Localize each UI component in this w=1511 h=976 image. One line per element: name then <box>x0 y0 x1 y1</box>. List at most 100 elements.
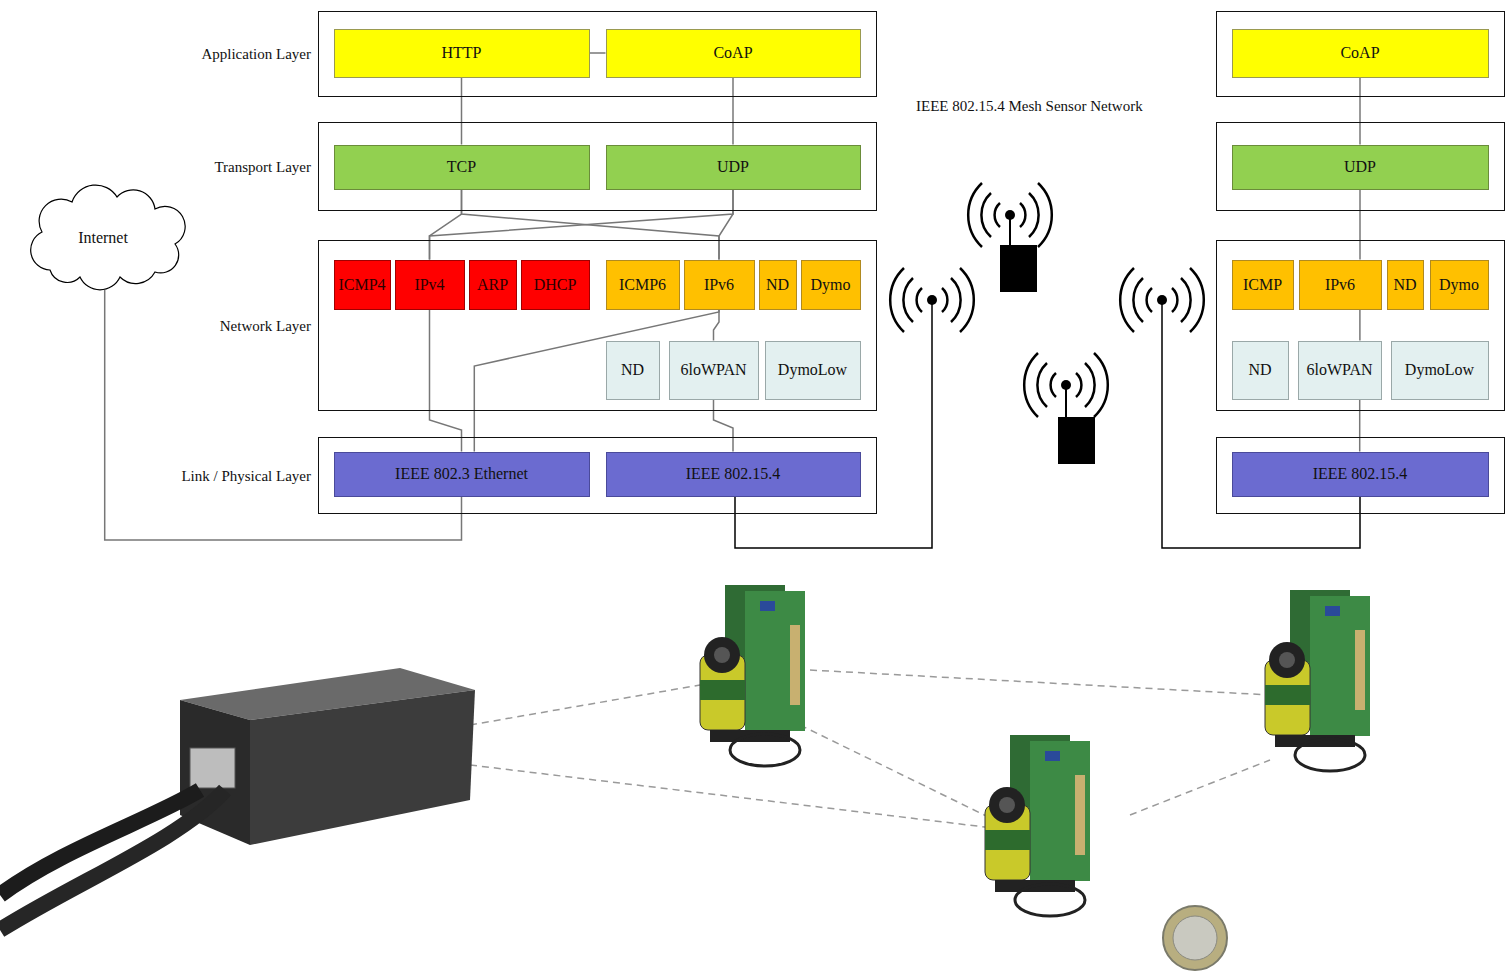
protocol-box: Dymo <box>1430 260 1489 310</box>
sensor-node <box>1265 590 1370 771</box>
protocol-link <box>1359 78 1361 145</box>
protocol-label: TCP <box>447 158 476 176</box>
protocol-label: CoAP <box>713 44 752 62</box>
sensor-node-symbol <box>1000 245 1037 292</box>
antenna-wire <box>1162 300 1360 548</box>
protocol-box: IEEE 802.3 Ethernet <box>334 452 590 497</box>
coin <box>1163 906 1227 970</box>
layer-band: ICMPIPv6NDDymoND6loWPANDymoLow <box>1216 240 1505 411</box>
protocol-label: IPv6 <box>704 276 734 294</box>
antenna-symbol <box>1024 353 1108 417</box>
protocol-box: UDP <box>606 145 861 190</box>
antenna-wire <box>735 300 932 548</box>
protocol-box: 6loWPAN <box>669 341 759 400</box>
gateway-device <box>0 668 475 930</box>
layer-label: Transport Layer <box>214 158 311 175</box>
protocol-label: Dymo <box>1439 276 1479 294</box>
network-label: IEEE 802.15.4 Mesh Sensor Network <box>916 98 1143 115</box>
protocol-link <box>590 52 606 54</box>
protocol-label: Internet <box>78 229 128 247</box>
layer-band: UDP <box>1216 122 1505 211</box>
protocol-box: DymoLow <box>765 341 861 400</box>
layer-band: Transport LayerTCPUDP <box>318 122 877 211</box>
protocol-box: ND <box>1387 260 1424 310</box>
internet-cloud: Internet <box>20 185 186 290</box>
protocol-link <box>719 190 733 260</box>
sensor-node-symbol <box>1058 417 1095 464</box>
protocol-label: 6loWPAN <box>1306 361 1372 379</box>
layer-label: Link / Physical Layer <box>181 467 311 484</box>
protocol-box: ARP <box>469 260 517 310</box>
protocol-label: 6loWPAN <box>680 361 746 379</box>
protocol-box: ND <box>606 341 660 400</box>
antenna-stem <box>1065 385 1067 418</box>
antenna-stem <box>1009 215 1011 246</box>
layer-label: Network Layer <box>220 317 311 334</box>
protocol-box: UDP <box>1232 145 1489 190</box>
protocol-label: DymoLow <box>1405 361 1474 379</box>
protocol-box: ND <box>759 260 797 310</box>
antenna-symbol <box>1120 268 1204 332</box>
protocol-label: DymoLow <box>778 361 847 379</box>
layer-band: IEEE 802.15.4 <box>1216 437 1505 514</box>
sensor-node <box>700 585 805 766</box>
cloud-outline <box>31 185 185 290</box>
protocol-label: IEEE 802.15.4 <box>686 465 781 483</box>
layer-label: Application Layer <box>201 46 311 63</box>
protocol-label: ND <box>766 276 789 294</box>
protocol-label: ICMP4 <box>338 276 385 294</box>
protocol-link <box>105 290 462 540</box>
layer-band: CoAP <box>1216 11 1505 97</box>
protocol-box: DymoLow <box>1391 341 1489 400</box>
layer-band: Link / Physical LayerIEEE 802.3 Ethernet… <box>318 437 877 514</box>
layer-band: Application LayerHTTPCoAP <box>318 11 877 97</box>
protocol-box: IEEE 802.15.4 <box>1232 452 1489 497</box>
protocol-label: ICMP6 <box>619 276 666 294</box>
protocol-label: ND <box>1393 276 1416 294</box>
protocol-label: IEEE 802.15.4 <box>1313 465 1408 483</box>
protocol-label: ICMP <box>1243 276 1282 294</box>
layer-band: Network LayerICMP4IPv4ARPDHCPICMP6IPv6ND… <box>318 240 877 411</box>
protocol-label: ND <box>1248 361 1271 379</box>
antenna-symbol <box>968 183 1052 247</box>
protocol-link <box>430 310 462 452</box>
protocol-link <box>732 78 734 145</box>
protocol-box: IPv4 <box>395 260 465 310</box>
protocol-label: HTTP <box>442 44 482 62</box>
protocol-label: UDP <box>1344 158 1376 176</box>
protocol-box: 6loWPAN <box>1298 341 1382 400</box>
protocol-label: Dymo <box>811 276 851 294</box>
protocol-box: IPv6 <box>684 260 755 310</box>
radio-link <box>470 670 1270 830</box>
protocol-label: DHCP <box>534 276 577 294</box>
protocol-label: ARP <box>477 276 508 294</box>
protocol-box: IPv6 <box>1299 260 1382 310</box>
protocol-label: IPv4 <box>414 276 444 294</box>
protocol-link <box>714 310 720 341</box>
protocol-label: ND <box>621 361 644 379</box>
protocol-box: CoAP <box>1232 29 1489 78</box>
protocol-link <box>1359 190 1361 260</box>
protocol-box: Dymo <box>801 260 861 310</box>
protocol-link <box>430 190 734 260</box>
protocol-box: ND <box>1232 341 1289 400</box>
protocol-box: HTTP <box>334 29 590 78</box>
antenna-symbol <box>890 268 974 332</box>
sensor-node <box>985 735 1090 916</box>
protocol-box: DHCP <box>521 260 590 310</box>
protocol-label: CoAP <box>1340 44 1379 62</box>
protocol-label: IEEE 802.3 Ethernet <box>395 465 528 483</box>
protocol-box: IEEE 802.15.4 <box>606 452 861 497</box>
protocol-box: ICMP6 <box>606 260 680 310</box>
protocol-link <box>1359 310 1361 341</box>
protocol-box: ICMP4 <box>334 260 391 310</box>
protocol-box: TCP <box>334 145 590 190</box>
protocol-box: CoAP <box>606 29 861 78</box>
protocol-box: ICMP <box>1232 260 1294 310</box>
protocol-link <box>461 78 463 145</box>
protocol-link <box>430 190 462 260</box>
protocol-label: UDP <box>717 158 749 176</box>
protocol-label: IPv6 <box>1325 276 1355 294</box>
protocol-link <box>714 400 734 452</box>
protocol-link <box>1359 400 1361 452</box>
